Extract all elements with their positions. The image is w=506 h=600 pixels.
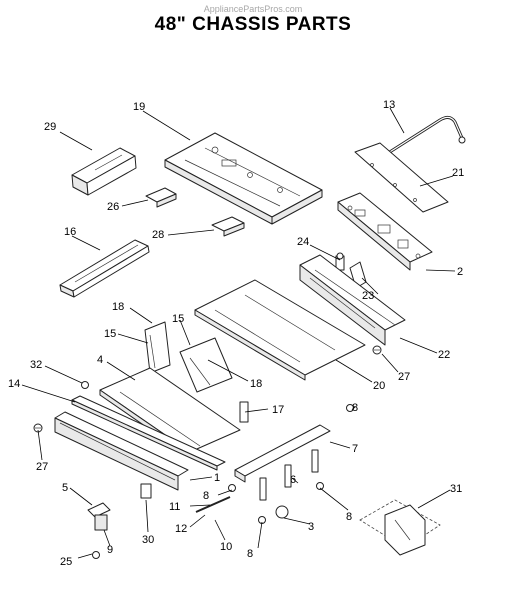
part-1-front-panel (54, 411, 189, 491)
callout-3: 3 (308, 521, 314, 533)
part-30-clip (140, 483, 152, 499)
watermark: AppliancePartsPros.com (203, 4, 303, 14)
callout-15-left: 15 (104, 328, 116, 340)
callout-8-left: 8 (203, 490, 209, 502)
callout-30: 30 (142, 534, 154, 546)
part-10-rod (195, 496, 231, 513)
part-16-channel (59, 239, 150, 298)
callout-5: 5 (62, 482, 68, 494)
callout-27-right: 27 (398, 371, 410, 383)
part-5-bracket (87, 502, 111, 531)
callout-23: 23 (362, 290, 374, 302)
callout-25: 25 (60, 556, 72, 568)
part-7-manifold (234, 424, 331, 501)
callout-8-top: 8 (352, 402, 358, 414)
callout-labels: 29 19 26 28 16 13 21 2 24 23 22 20 27 18… (8, 99, 464, 568)
part-21-sheet (354, 142, 449, 213)
callout-2: 2 (457, 266, 463, 278)
callout-8-right: 8 (346, 511, 352, 523)
part-32-screw (81, 381, 89, 389)
callout-29: 29 (44, 121, 56, 133)
callout-6: 6 (290, 474, 296, 486)
part-2-rear-panel (337, 192, 433, 271)
leader-lines (21, 107, 456, 559)
part-15-side-panel-left (144, 321, 171, 374)
part-31-box (359, 499, 441, 556)
part-15-side-panel-right (179, 337, 233, 393)
callout-13: 13 (383, 99, 395, 111)
part-24-valve (335, 252, 345, 271)
callout-4: 4 (97, 354, 103, 366)
callout-24: 24 (297, 236, 309, 248)
callout-10: 10 (220, 541, 232, 553)
part-25-screw (92, 551, 100, 559)
callout-27-left: 27 (36, 461, 48, 473)
callout-15-right: 15 (172, 313, 184, 325)
callout-21: 21 (452, 167, 464, 179)
callout-26: 26 (107, 201, 119, 213)
page-title: 48" CHASSIS PARTS (154, 14, 352, 35)
part-8-screws (228, 404, 354, 524)
part-3-valve (275, 505, 289, 519)
callout-11: 11 (169, 501, 180, 513)
part-19-top-panel (164, 132, 323, 225)
callout-28: 28 (152, 229, 164, 241)
part-13-tube (381, 115, 466, 159)
part-27-screw-right (372, 345, 382, 355)
callout-20: 20 (373, 380, 385, 392)
callout-19: 19 (133, 101, 145, 113)
callout-32: 32 (30, 359, 42, 371)
part-26-clip (145, 187, 177, 208)
callout-7: 7 (352, 443, 358, 455)
callout-18-left: 18 (112, 301, 124, 313)
part-20-tray (194, 279, 366, 381)
callout-31: 31 (450, 483, 462, 495)
part-14-front-rail (71, 395, 226, 471)
callout-16: 16 (64, 226, 76, 238)
callout-14: 14 (8, 378, 20, 390)
callout-9: 9 (107, 544, 113, 556)
callout-1: 1 (214, 472, 220, 484)
part-28-clip (211, 216, 245, 237)
callout-12: 12 (175, 523, 187, 535)
callout-8-bottom: 8 (247, 548, 253, 560)
callout-18-right: 18 (250, 378, 262, 390)
callout-17: 17 (272, 404, 284, 416)
part-22-rear-panel (299, 254, 406, 346)
callout-22: 22 (438, 349, 450, 361)
part-29-bracket (71, 147, 137, 196)
